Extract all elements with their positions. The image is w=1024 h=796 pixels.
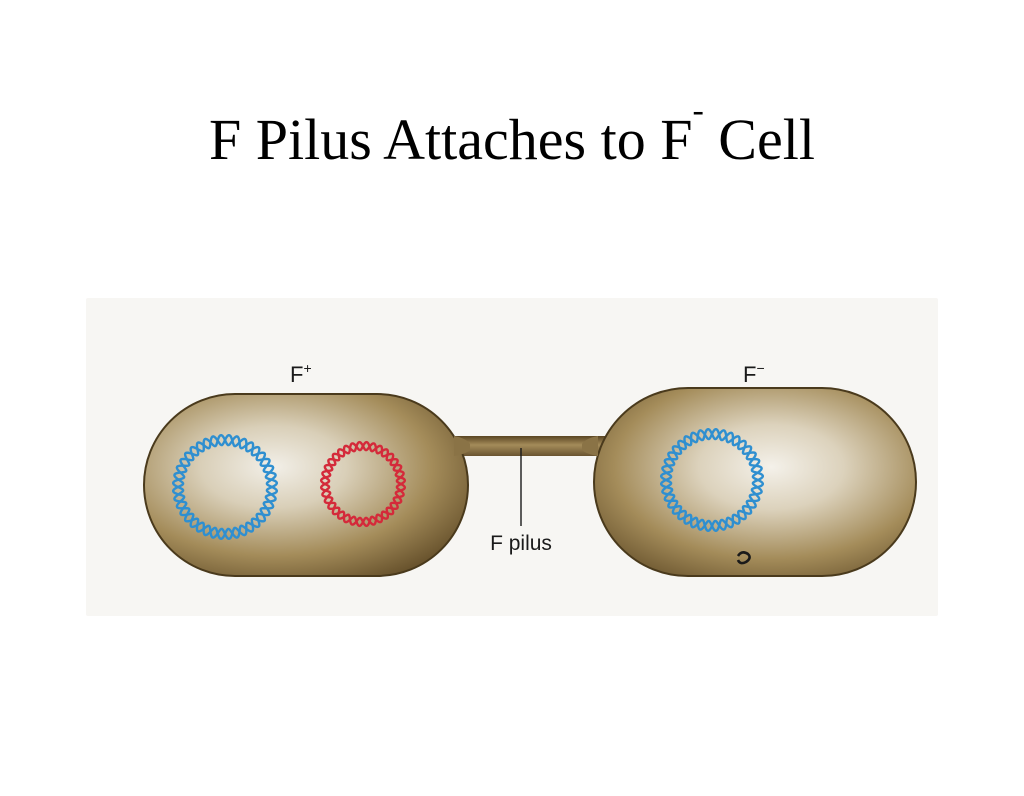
small-particle-icon	[736, 551, 751, 565]
pilus-join-right	[582, 436, 598, 456]
donor-chromosome-strand	[171, 433, 279, 541]
slide-title: F Pilus Attaches to F- Cell	[0, 94, 1024, 180]
f-pilus-bridge	[446, 436, 606, 456]
recipient-chromosome-strand	[659, 427, 765, 533]
pilus-label: F pilus	[490, 532, 552, 555]
title-superscript: -	[692, 92, 704, 129]
conjugation-diagram: F+ F− F pilus	[86, 298, 938, 616]
title-main: F Pilus Attaches to F	[209, 107, 693, 172]
title-suffix: Cell	[703, 107, 815, 172]
f-plasmid-strand	[319, 440, 407, 528]
conjugation-diagram-svg: F+ F− F pilus	[86, 298, 938, 616]
donor-cell	[143, 393, 469, 577]
recipient-cell-label: F−	[743, 360, 765, 387]
pilus-join-left	[454, 436, 470, 456]
donor-cell-label: F+	[290, 360, 312, 387]
